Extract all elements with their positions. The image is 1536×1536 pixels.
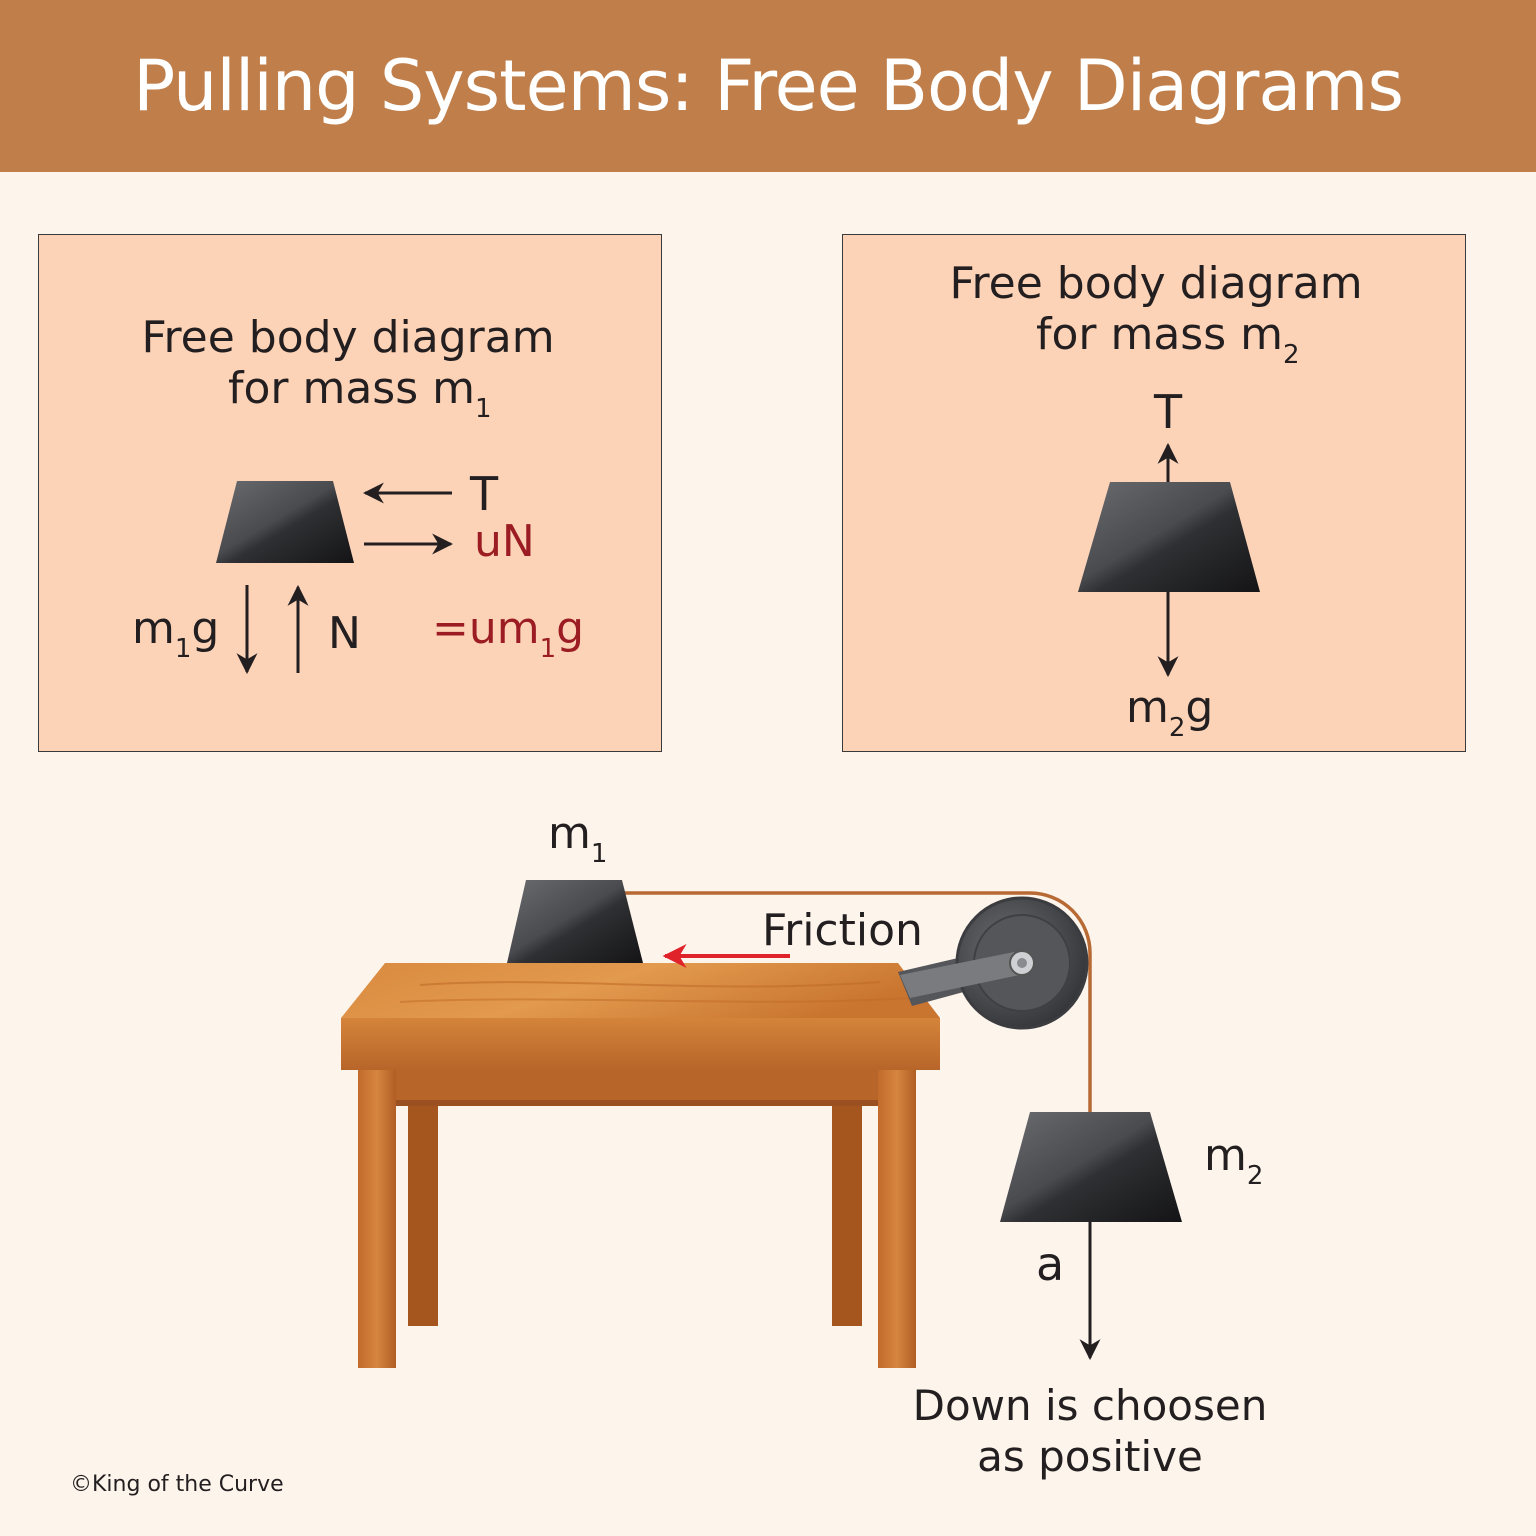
system-group: m1 Friction m2 a Down is choosen as posi… <box>341 808 1267 1481</box>
friction-label: Friction <box>762 905 923 956</box>
direction-note-line2: as positive <box>977 1432 1203 1481</box>
fbd-m1-normal-label: N <box>328 608 361 659</box>
direction-note-line1: Down is choosen <box>913 1381 1268 1430</box>
system-m1-label: m1 <box>548 808 607 869</box>
fbd-m2-group: Free body diagram for mass m2 T m2g <box>949 258 1362 743</box>
acceleration-label: a <box>1036 1237 1064 1291</box>
system-m1-block <box>507 880 643 963</box>
fbd-m1-block <box>216 481 354 563</box>
fbd-m2-heading-line1: Free body diagram <box>949 258 1362 309</box>
fbd-m1-weight-label: m1g <box>132 603 219 664</box>
fbd-m2-heading-line2: for mass m2 <box>1036 309 1300 370</box>
rope <box>622 891 1092 1112</box>
fbd-m1-friction-equation: =um1g <box>432 603 584 664</box>
system-m2-block <box>1000 1112 1182 1222</box>
page-title: Pulling Systems: Free Body Diagrams <box>133 45 1404 127</box>
copyright-text: ©King of the Curve <box>70 1472 284 1497</box>
fbd-m1-heading-line2: for mass m1 <box>228 363 492 424</box>
fbd-m2-block <box>1078 482 1260 592</box>
fbd-panel-m1 <box>38 234 662 752</box>
table <box>341 963 940 1368</box>
system-m2-label: m2 <box>1204 1130 1263 1191</box>
fbd-m2-tension-label: T <box>1153 385 1183 439</box>
fbd-m2-weight-label: m2g <box>1126 682 1213 743</box>
fbd-m1-group: Free body diagram for mass m1 T uN m1g N… <box>132 312 584 675</box>
fbd-m1-friction-label: uN <box>474 516 535 567</box>
title-banner: Pulling Systems: Free Body Diagrams <box>0 0 1536 172</box>
fbd-m1-heading-line1: Free body diagram <box>141 312 554 363</box>
fbd-m1-tension-label: T <box>469 467 499 521</box>
